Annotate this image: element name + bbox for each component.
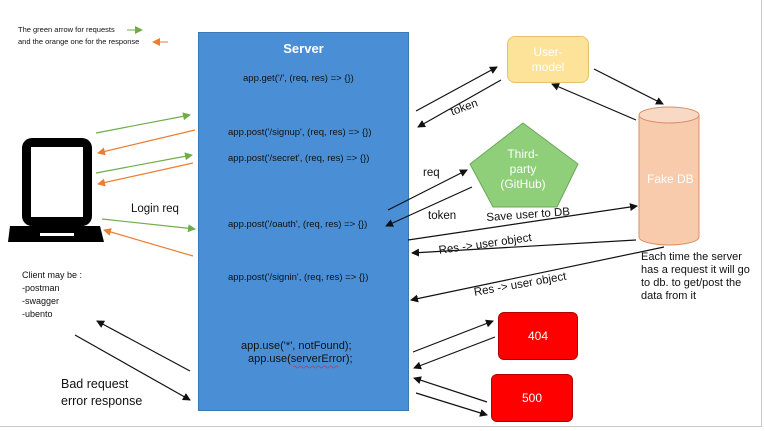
- client-note-line: -swagger: [22, 296, 60, 306]
- client-note-line: -ubento: [22, 309, 53, 319]
- user-model-arrows: [415, 66, 502, 128]
- middleware-server-error: app.use(serverError);: [248, 353, 353, 365]
- spellcheck-underline: [292, 365, 339, 369]
- error-404-box: 404: [498, 312, 578, 360]
- fake-db-cylinder: [638, 106, 700, 246]
- bad-request-label: Bad request: [61, 377, 129, 391]
- db-note-line: to db. to get/post the: [641, 277, 742, 289]
- third-party-pentagon: [469, 122, 579, 208]
- error-arrows: [412, 319, 496, 417]
- db-note-line: has a request it will go: [641, 264, 750, 276]
- server-title: Server: [283, 41, 324, 56]
- third-party-arrows: [385, 169, 473, 227]
- route-post-signup: app.post('/signup', (req, res) => {}): [228, 127, 372, 138]
- user-model-db-arrows: [551, 68, 664, 121]
- third-party-label: Third- party (GitHub): [500, 147, 546, 191]
- fake-db-label: Fake DB: [647, 172, 694, 186]
- error-response-label: error response: [61, 394, 143, 408]
- bad-request-arrows: [74, 320, 191, 401]
- user-model-label: User- model: [531, 44, 565, 74]
- legend-response-text: and the orange one for the response: [18, 37, 140, 46]
- error-404-label: 404: [527, 329, 549, 343]
- route-post-secret: app.post('/secret', (req, res) => {}): [228, 153, 370, 164]
- server-box: Server: [198, 32, 409, 411]
- db-note-line: data from it: [641, 290, 697, 302]
- error-500-label: 500: [521, 391, 543, 405]
- db-note-line: Each time the server: [641, 251, 742, 263]
- user-model-box: User- model: [507, 36, 589, 83]
- client-note: Client may be : -postman -swagger -ubent…: [22, 269, 82, 321]
- error-500-box: 500: [491, 374, 573, 422]
- token-mid-label: token: [428, 210, 457, 222]
- middleware-not-found: app.use('*', notFound);: [241, 340, 352, 352]
- route-get-root: app.get('/', (req, res) => {}): [243, 73, 354, 84]
- login-req-label: Login req: [131, 203, 179, 215]
- db-note: Each time the server has a request it wi…: [641, 251, 750, 303]
- route-post-oauth: app.post('/oauth', (req, res) => {}): [228, 219, 368, 230]
- route-post-signin: app.post('/signin', (req, res) => {}): [228, 272, 369, 283]
- legend-request-text: The green arrow for requests: [18, 25, 115, 34]
- client-note-line: Client may be :: [22, 270, 83, 280]
- db-arrows: [407, 203, 665, 303]
- client-request-arrows: [95, 112, 196, 233]
- req-label: req: [423, 167, 440, 179]
- laptop-icon: [8, 138, 104, 242]
- client-response-arrows: [97, 129, 196, 257]
- client-note-line: -postman: [22, 283, 60, 293]
